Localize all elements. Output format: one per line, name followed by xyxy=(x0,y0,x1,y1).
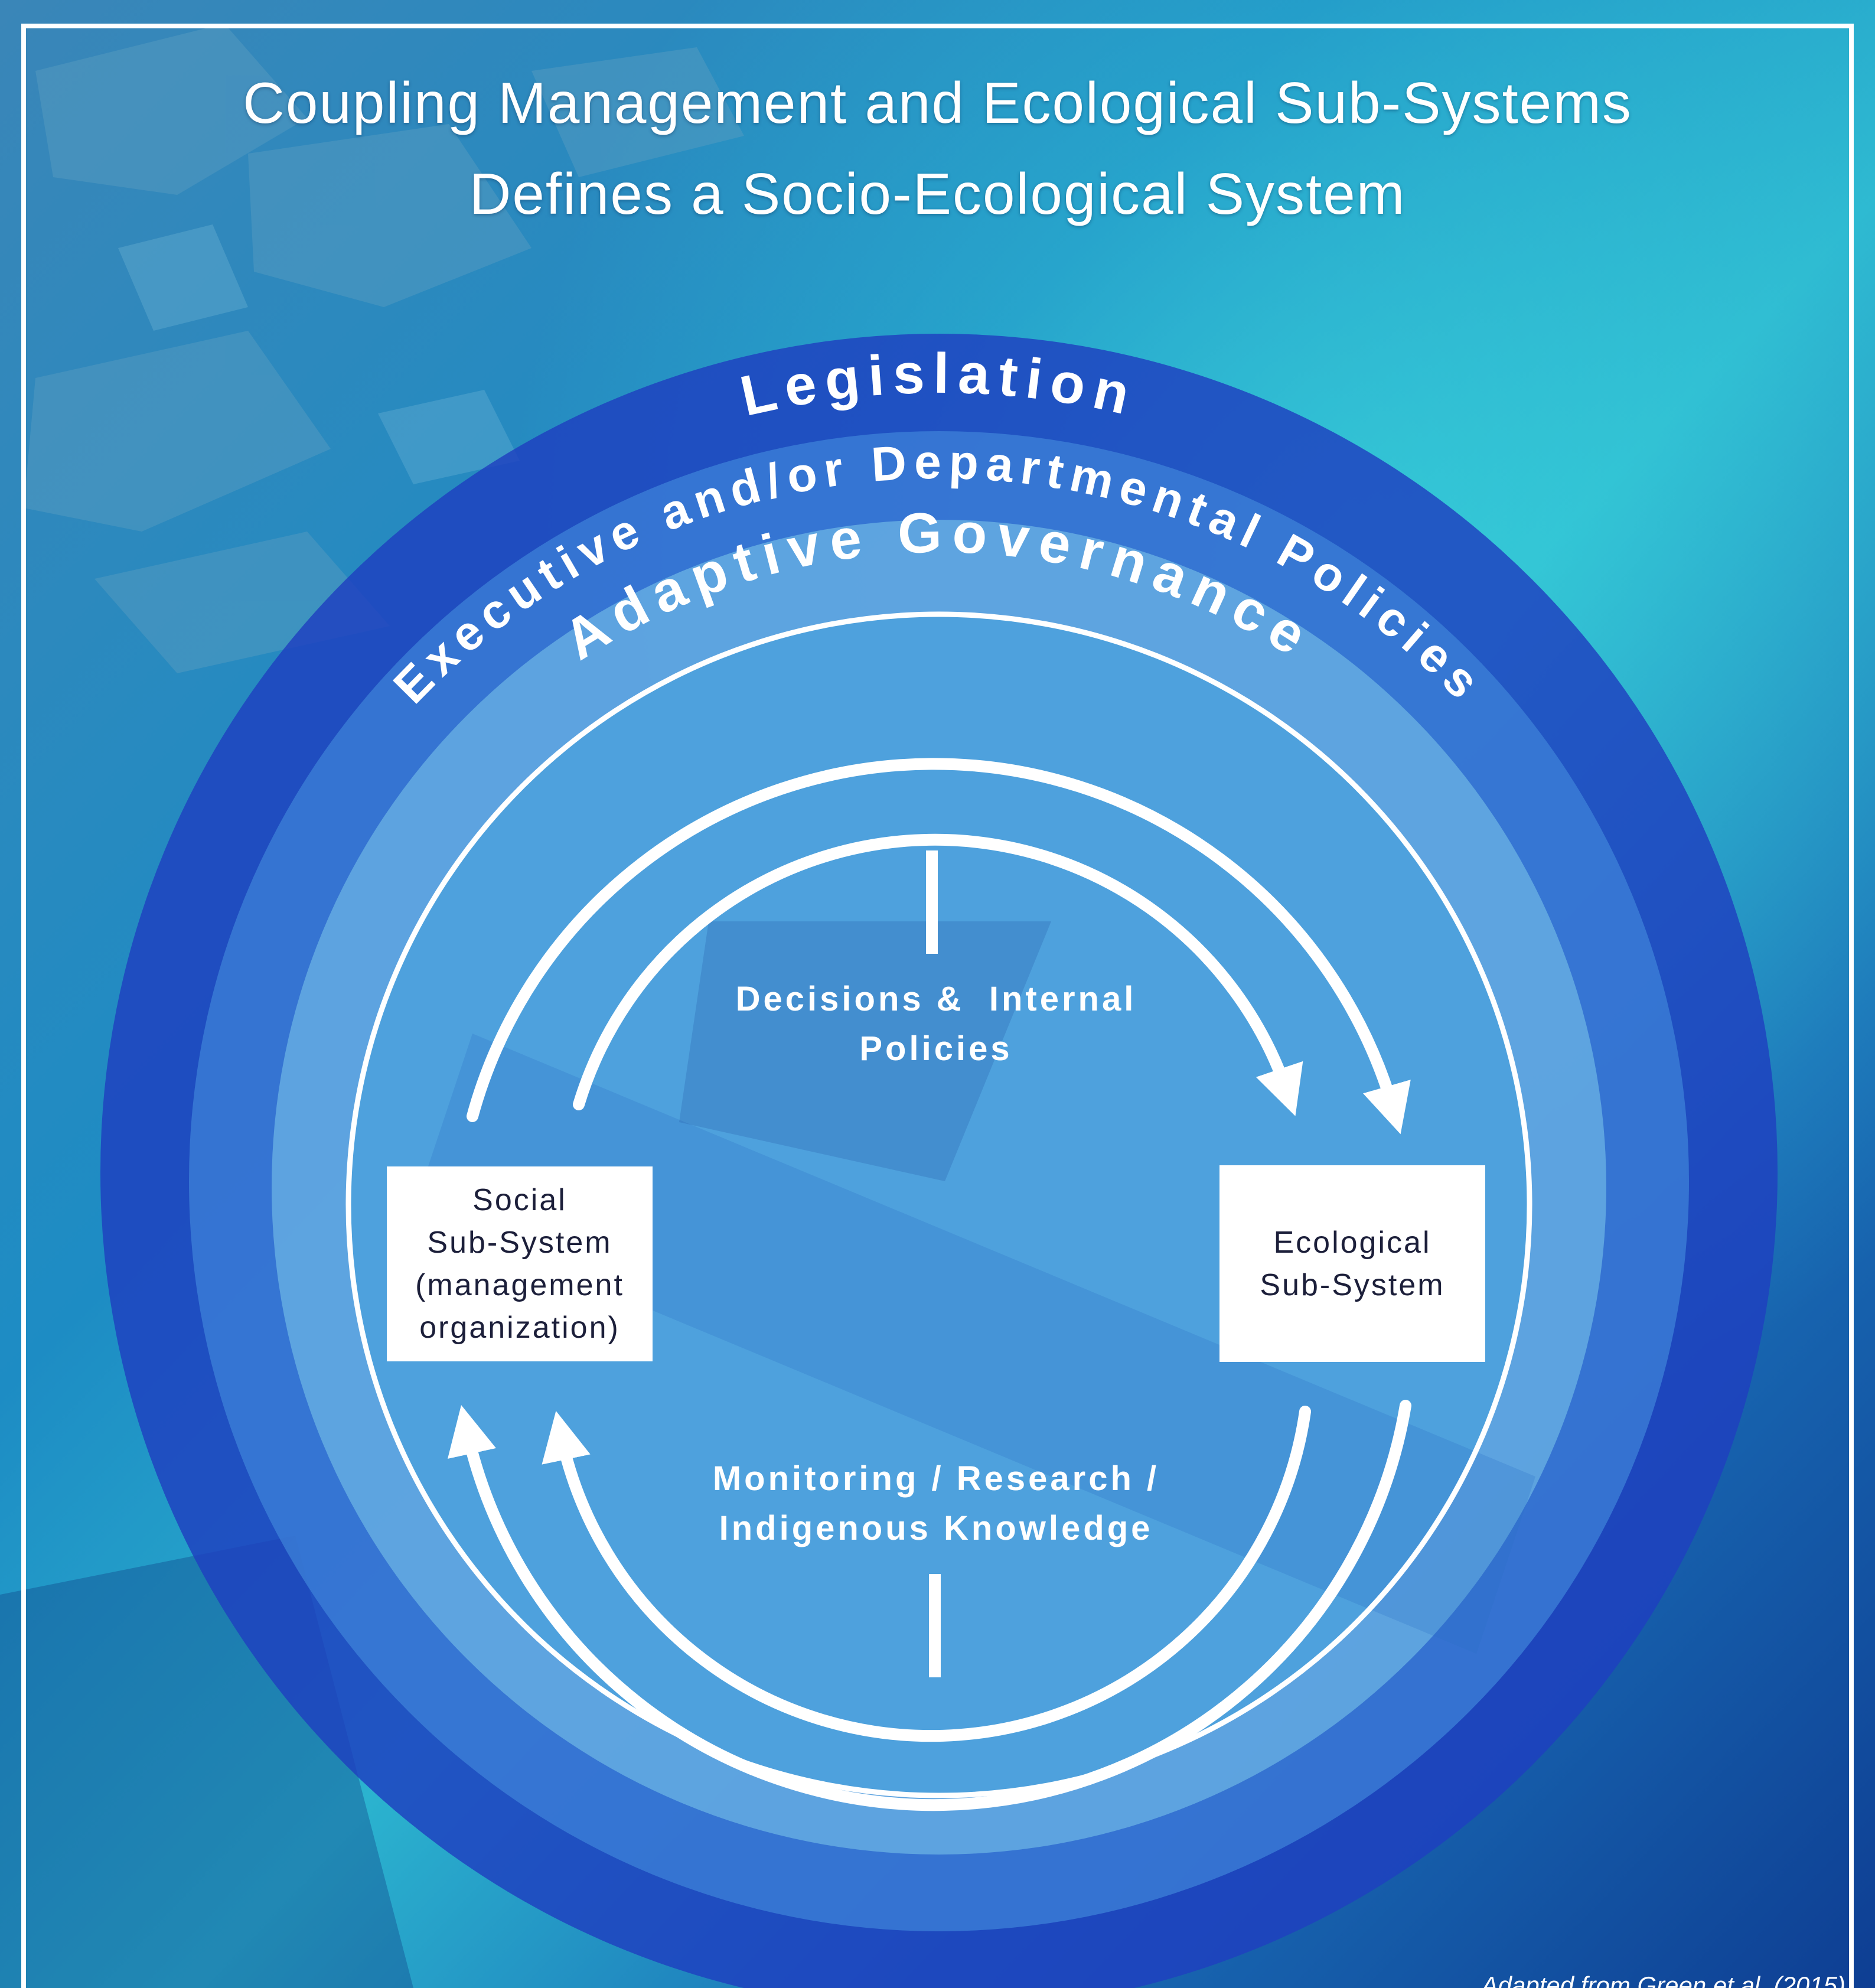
social-box-line: organization) xyxy=(419,1311,620,1345)
ecological-sub-system-box: Ecological Sub-System xyxy=(1219,1165,1485,1362)
title-line-2: Defines a Socio-Ecological System xyxy=(469,161,1406,226)
decisions-inner-arrow xyxy=(573,833,1303,1116)
monitoring-inner-arrow xyxy=(542,1406,1311,1742)
social-box-line: Social xyxy=(472,1183,567,1217)
social-box-line: (management xyxy=(415,1268,624,1302)
core-outline xyxy=(345,611,1532,1798)
decisions-label-line: Decisions & Internal xyxy=(735,980,1137,1018)
decisions-label: Decisions & Internal Policies xyxy=(591,975,1281,1074)
social-box-line: Sub-System xyxy=(427,1226,612,1260)
core-circle xyxy=(348,614,1530,1795)
decisions-outer-arrow xyxy=(467,758,1411,1135)
white-border-frame xyxy=(21,24,1854,1988)
source-credit: Adapted from Green et al. (2015) xyxy=(1481,1971,1845,1988)
decisions-label-line: Policies xyxy=(859,1029,1013,1068)
monitoring-label: Monitoring / Research / Indigenous Knowl… xyxy=(591,1454,1281,1553)
social-sub-system-box: Social Sub-System (management organizati… xyxy=(387,1166,653,1361)
eco-box-line: Sub-System xyxy=(1260,1267,1445,1302)
monitoring-label-line: Indigenous Knowledge xyxy=(719,1509,1153,1547)
monitoring-label-line: Monitoring / Research / xyxy=(712,1459,1160,1498)
monitoring-outer-arrow xyxy=(448,1400,1411,1811)
title-line-1: Coupling Management and Ecological Sub-S… xyxy=(243,70,1632,135)
eco-box-line: Ecological xyxy=(1273,1225,1431,1260)
